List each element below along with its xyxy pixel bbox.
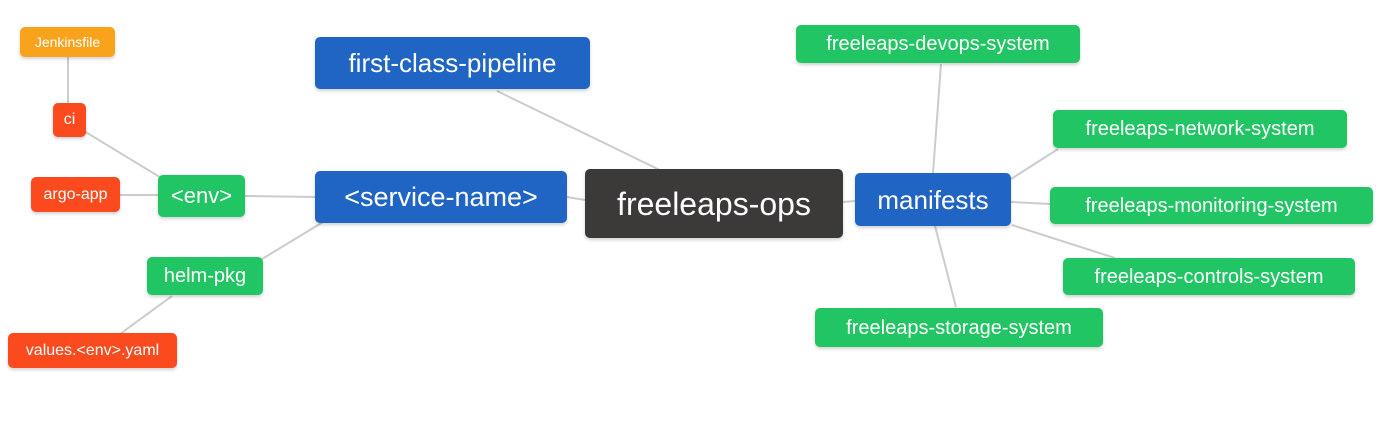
node-freeleaps-storage-system-label: freeleaps-storage-system [846, 316, 1072, 339]
node-values-env-yaml[interactable]: values.<env>.yaml [8, 333, 177, 368]
node-freeleaps-controls-system-label: freeleaps-controls-system [1094, 265, 1324, 288]
edge-ci-env [83, 130, 164, 180]
node-freeleaps-monitoring-system-label: freeleaps-monitoring-system [1085, 194, 1338, 217]
edge-manifests-storage [934, 225, 957, 308]
node-ci-label: ci [63, 111, 76, 128]
node-manifests[interactable]: manifests [855, 173, 1011, 226]
edge-env-service-name [244, 195, 316, 198]
edge-manifests-controls [1011, 224, 1116, 259]
node-freeleaps-network-system-label: freeleaps-network-system [1085, 118, 1315, 140]
node-freeleaps-controls-system[interactable]: freeleaps-controls-system [1063, 258, 1355, 295]
node-first-class-pipeline-label: first-class-pipeline [348, 48, 557, 78]
node-argo-app-label: argo-app [43, 185, 108, 203]
node-first-class-pipeline[interactable]: first-class-pipeline [315, 37, 590, 89]
edge-manifests-monitoring [1010, 201, 1051, 205]
node-service-name-label: <service-name> [344, 181, 538, 212]
node-manifests-label: manifests [877, 184, 989, 215]
node-jenkinsfile[interactable]: Jenkinsfile [20, 27, 115, 57]
node-freeleaps-devops-system-label: freeleaps-devops-system [826, 33, 1050, 55]
node-helm-pkg-label: helm-pkg [163, 265, 247, 287]
edge-service-freeleaps-ops [566, 196, 586, 201]
node-values-env-yaml-label: values.<env>.yaml [25, 341, 160, 359]
node-freeleaps-ops-root[interactable]: freeleaps-ops [585, 169, 843, 238]
node-argo-app[interactable]: argo-app [31, 177, 120, 212]
node-jenkinsfile-label: Jenkinsfile [34, 34, 101, 50]
node-freeleaps-network-system[interactable]: freeleaps-network-system [1053, 110, 1347, 148]
node-helm-pkg[interactable]: helm-pkg [147, 257, 263, 295]
node-freeleaps-ops-label: freeleaps-ops [617, 185, 811, 222]
node-freeleaps-storage-system[interactable]: freeleaps-storage-system [815, 308, 1103, 347]
edge-manifests-devops [932, 63, 942, 174]
edge-values-helm-pkg [119, 295, 173, 335]
node-freeleaps-monitoring-system[interactable]: freeleaps-monitoring-system [1050, 187, 1373, 224]
node-service-name[interactable]: <service-name> [315, 171, 567, 223]
edge-manifests-network [1010, 148, 1059, 180]
edge-helm-pkg-service-name [261, 221, 324, 260]
node-env[interactable]: <env> [158, 175, 245, 217]
node-ci[interactable]: ci [53, 103, 86, 137]
node-freeleaps-devops-system[interactable]: freeleaps-devops-system [796, 25, 1080, 63]
edge-pipeline-freeleaps-ops [496, 90, 667, 174]
node-env-label: <env> [170, 183, 233, 208]
edge-freeleaps-ops-manifests [842, 200, 856, 203]
